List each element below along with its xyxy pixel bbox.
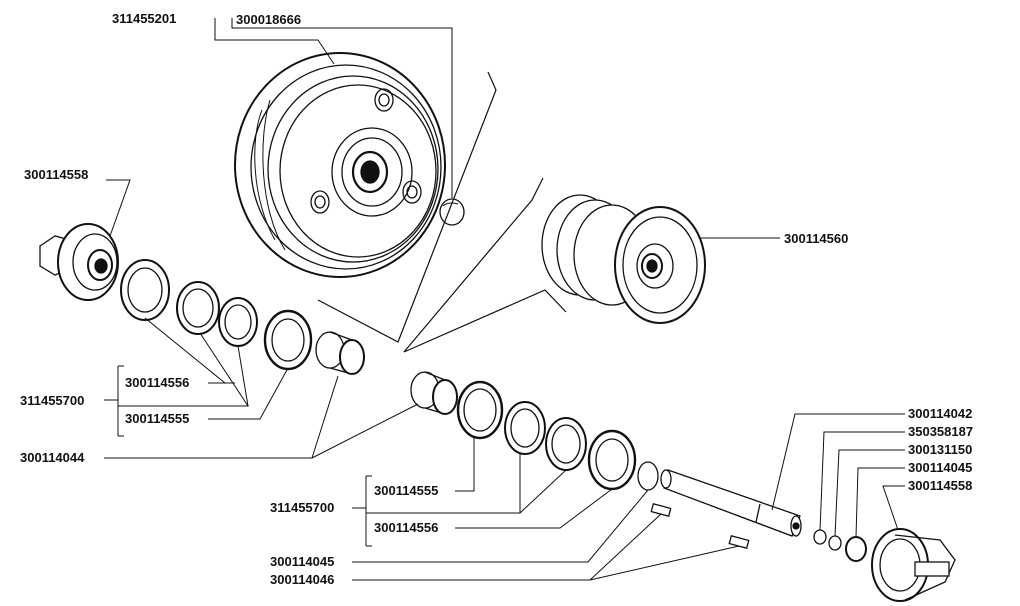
part-label: 311455201 — [112, 11, 177, 26]
part-label: 300114044 — [20, 450, 85, 465]
part-label: 300114555 — [125, 411, 190, 426]
left-seal-set — [120, 259, 365, 375]
part-label: 300114042 — [908, 406, 973, 421]
part-label: 350358187 — [908, 424, 974, 439]
part-label: 300114045 — [908, 460, 973, 475]
large-roller-wheel — [234, 52, 446, 278]
part-label: 311455700 — [270, 500, 335, 515]
part-label: 300114046 — [270, 572, 335, 587]
left-end-cap — [39, 223, 119, 301]
part-label: 300114558 — [24, 167, 89, 182]
part-label: 300114560 — [784, 231, 849, 246]
part-label: 311455700 — [20, 393, 85, 408]
zoom-bracket-right — [403, 177, 567, 353]
small-roller-wheel — [541, 194, 706, 324]
small-right-parts — [813, 529, 867, 562]
part-label: 300114556 — [125, 375, 190, 390]
part-label: 300114555 — [374, 483, 439, 498]
part-label: 300018666 — [236, 12, 302, 27]
right-seal-set — [410, 371, 659, 491]
keys — [650, 503, 750, 549]
right-end-cap — [871, 528, 956, 602]
zoom-bracket-left — [317, 71, 497, 343]
part-label: 300131150 — [908, 442, 973, 457]
part-label: 300114556 — [374, 520, 439, 535]
part-label: 300114558 — [908, 478, 973, 493]
shaft — [660, 469, 802, 537]
part-label: 300114045 — [270, 554, 335, 569]
